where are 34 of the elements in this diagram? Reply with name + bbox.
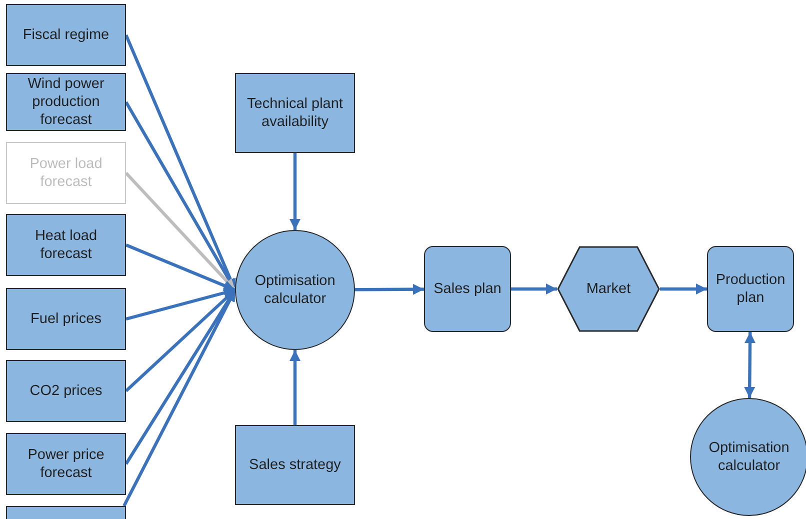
node-label: Sales plan <box>432 280 502 298</box>
node-label: Heat load forecast <box>34 226 98 264</box>
node-label: Production plan <box>714 270 786 308</box>
node-label: Fiscal regime <box>22 26 110 44</box>
process-box <box>6 288 126 350</box>
arrow <box>125 244 236 292</box>
process-box <box>6 214 126 276</box>
node-label: CO2 prices <box>28 382 104 400</box>
node-label: Fuel prices <box>30 310 102 328</box>
process-box <box>6 433 126 495</box>
node-label: Optimisation calculator <box>254 272 336 308</box>
node-label: Wind power production forecast <box>26 74 106 130</box>
process-box <box>6 360 126 422</box>
hexagon-node <box>557 246 660 332</box>
arrow <box>744 332 756 398</box>
node-label: Market <box>585 280 632 298</box>
arrow <box>660 284 707 294</box>
node-label: Technical plant availability <box>246 94 344 132</box>
process-box <box>6 506 126 519</box>
node-label: Power price forecast <box>26 446 106 482</box>
arrow <box>355 284 424 295</box>
arrow <box>511 284 557 294</box>
process-box <box>6 73 126 131</box>
node-label: Sales strategy <box>248 456 342 474</box>
process-box <box>6 4 126 66</box>
arrow <box>290 153 300 230</box>
arrow <box>290 350 300 425</box>
process-box <box>235 425 355 505</box>
process-box <box>235 73 355 153</box>
rounded-box <box>424 246 511 332</box>
process-box <box>6 142 126 204</box>
rounded-box <box>707 246 794 332</box>
node-label: Optimisation calculator <box>708 438 790 476</box>
node-label: Power load forecast <box>28 154 104 192</box>
